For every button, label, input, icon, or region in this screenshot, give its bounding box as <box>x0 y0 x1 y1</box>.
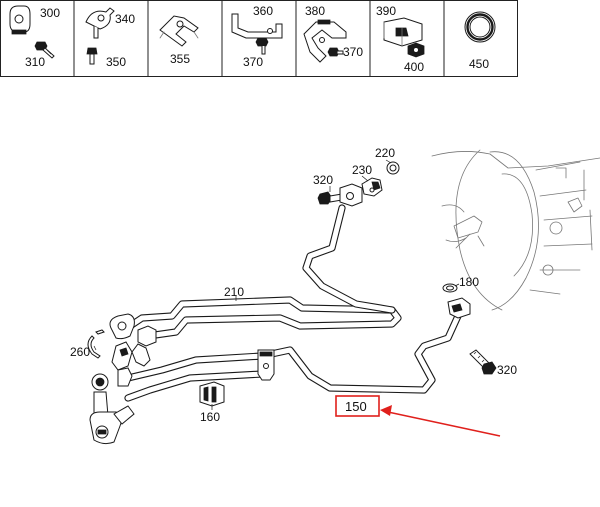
transmission-housing-drawing <box>431 149 600 311</box>
part-label-450: 450 <box>469 57 489 71</box>
bracket-part-icon <box>303 19 347 63</box>
bracket-clip-icon <box>159 15 199 47</box>
header-cell-360-370[interactable]: 360 370 <box>231 4 283 69</box>
pipe-bracket-middle[interactable] <box>257 349 275 381</box>
banjo-bolt-320-upper[interactable] <box>317 191 343 205</box>
bolt-part-icon <box>327 47 344 57</box>
part-label-230: 230 <box>352 163 372 177</box>
part-label-355: 355 <box>170 52 190 66</box>
part-label-260: 260 <box>70 345 90 359</box>
part-label-180: 180 <box>459 275 479 289</box>
seal-ring-220[interactable] <box>386 161 400 175</box>
part-label-150: 150 <box>345 399 367 414</box>
bolt-part-icon <box>34 41 55 59</box>
highlight-part-150[interactable]: 150 <box>335 395 501 437</box>
leader-lines <box>93 159 495 410</box>
header-cell-355[interactable]: 355 <box>159 15 199 66</box>
highlight-box <box>335 395 380 417</box>
part-label-380: 380 <box>305 4 325 18</box>
header-cell-450[interactable]: 450 <box>464 11 496 71</box>
diagram-labels: 220 230 320 180 210 260 320 160 <box>70 146 517 424</box>
part-label-320-lower: 320 <box>497 363 517 377</box>
header-cell-340-350[interactable]: 340 350 <box>85 7 135 69</box>
fastener-part-icon <box>383 17 423 47</box>
part-label-370b: 370 <box>343 45 363 59</box>
screw-part-icon <box>86 47 98 65</box>
oil-cooler-line-210[interactable] <box>120 204 402 340</box>
part-label-160: 160 <box>200 410 220 424</box>
part-label-390: 390 <box>376 4 396 18</box>
retaining-clip-260[interactable] <box>87 329 105 359</box>
part-label-340: 340 <box>115 12 135 26</box>
part-label-370: 370 <box>243 55 263 69</box>
part-label-210: 210 <box>224 285 244 299</box>
seal-ring-180[interactable] <box>442 283 458 293</box>
connector-230[interactable] <box>361 177 383 197</box>
part-label-320-upper: 320 <box>313 173 333 187</box>
header-cell-390-400[interactable]: 390 400 <box>376 4 425 74</box>
part-label-220: 220 <box>375 146 395 160</box>
spring-clip-icon <box>85 7 115 39</box>
bracket-part-icon <box>231 13 283 39</box>
part-label-350: 350 <box>106 55 126 69</box>
part-label-400: 400 <box>404 60 424 74</box>
header-strip: 300 310 340 350 355 <box>0 0 518 77</box>
bolt-part-icon <box>255 37 269 55</box>
banjo-fitting-right[interactable] <box>447 297 471 319</box>
oil-cooler-line-150[interactable] <box>124 312 462 402</box>
nut-part-icon <box>407 42 425 58</box>
hose-connector-left-upper[interactable] <box>109 313 157 387</box>
highlight-arrow-shaft <box>387 411 501 437</box>
part-label-310: 310 <box>25 55 45 69</box>
banjo-fitting-upper[interactable] <box>339 183 363 207</box>
part-label-360: 360 <box>253 4 273 18</box>
highlight-arrow-head <box>380 405 392 416</box>
header-cell-300-310[interactable]: 300 310 <box>9 5 60 69</box>
clip-part-icon <box>9 5 31 35</box>
seal-ring-icon <box>464 11 496 43</box>
banjo-bolt-320-lower[interactable] <box>469 349 497 375</box>
bushing-160[interactable] <box>199 381 225 407</box>
hose-fitting-left-lower[interactable] <box>89 373 135 445</box>
part-label-300: 300 <box>40 6 60 20</box>
header-cell-380-370[interactable]: 380 370 <box>303 4 363 63</box>
